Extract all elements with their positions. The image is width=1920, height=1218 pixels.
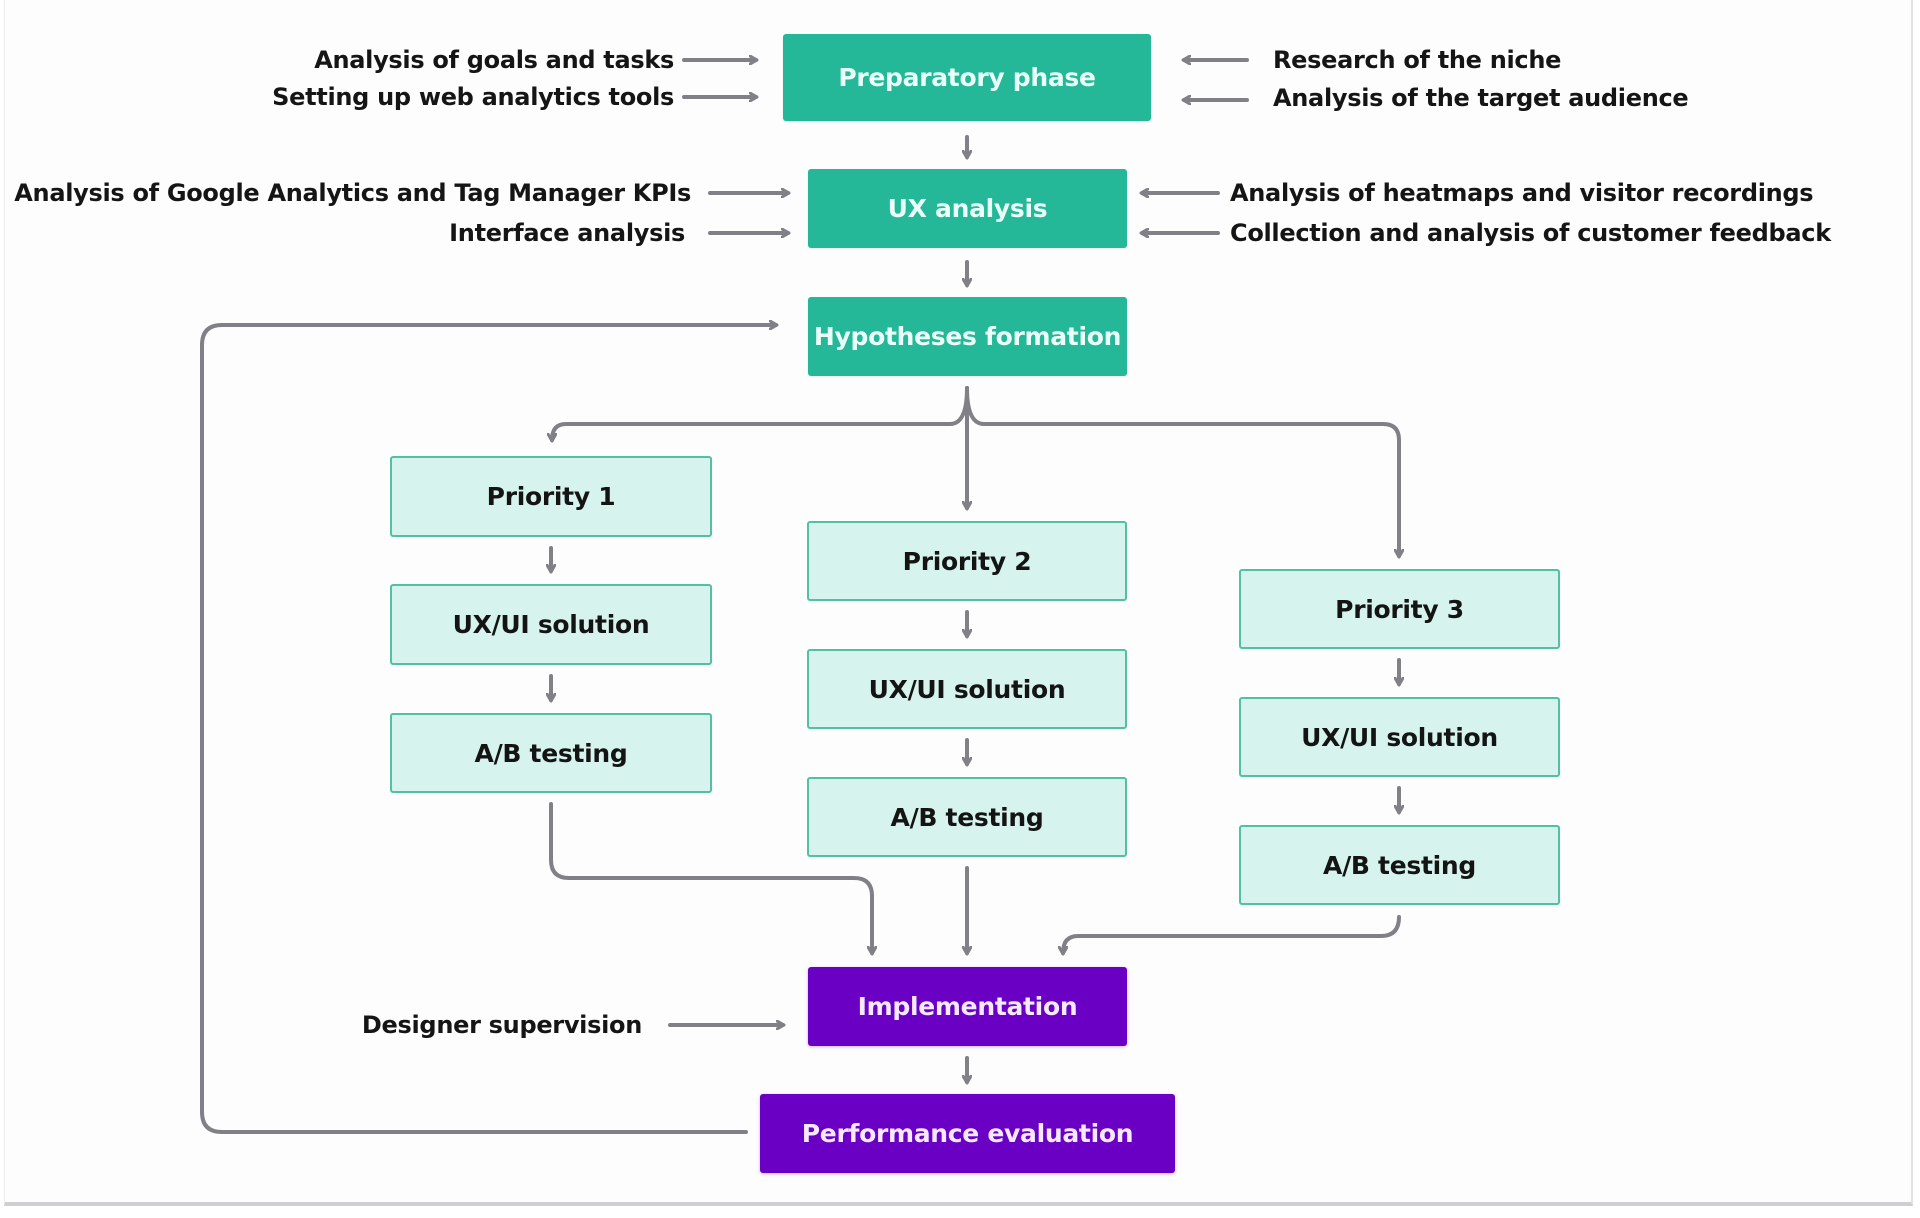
- label-niche-research: Research of the niche: [1273, 46, 1562, 74]
- label-designer-supervision: Designer supervision: [361, 1011, 642, 1039]
- performance-evaluation-box: Performance evaluation: [760, 1094, 1175, 1173]
- arrow-hyp-to-p1: [552, 386, 969, 440]
- priority-2-box: Priority 2: [807, 521, 1127, 601]
- label-target-audience: Analysis of the target audience: [1273, 84, 1689, 112]
- ux-analysis-box: UX analysis: [808, 169, 1127, 248]
- arrow-hyp-to-p3: [965, 386, 1399, 556]
- priority-1-solution-box: UX/UI solution: [390, 584, 712, 665]
- loop-perf-to-hyp: [200, 325, 776, 1134]
- priority-3-solution-box: UX/UI solution: [1239, 697, 1560, 777]
- label-heatmaps-recordings: Analysis of heatmaps and visitor recordi…: [1230, 179, 1814, 207]
- priority-2-ab-testing-box: A/B testing: [807, 777, 1127, 857]
- priority-1-box: Priority 1: [390, 456, 712, 537]
- priority-2-solution-box: UX/UI solution: [807, 649, 1127, 729]
- label-goals-tasks: Analysis of goals and tasks: [314, 46, 674, 74]
- label-ga-tm-kpis: Analysis of Google Analytics and Tag Man…: [14, 179, 691, 207]
- arrow-ab3-to-impl: [1063, 915, 1401, 953]
- hypotheses-formation-box: Hypotheses formation: [808, 297, 1127, 376]
- preparatory-phase-box: Preparatory phase: [783, 34, 1151, 121]
- label-customer-feedback: Collection and analysis of customer feed…: [1230, 219, 1831, 247]
- label-web-analytics-tools: Setting up web analytics tools: [272, 83, 674, 111]
- arrow-ab1-to-impl: [549, 802, 872, 953]
- priority-3-ab-testing-box: A/B testing: [1239, 825, 1560, 905]
- label-interface-analysis: Interface analysis: [449, 219, 685, 247]
- priority-1-ab-testing-box: A/B testing: [390, 713, 712, 793]
- implementation-box: Implementation: [808, 967, 1127, 1046]
- priority-3-box: Priority 3: [1239, 569, 1560, 649]
